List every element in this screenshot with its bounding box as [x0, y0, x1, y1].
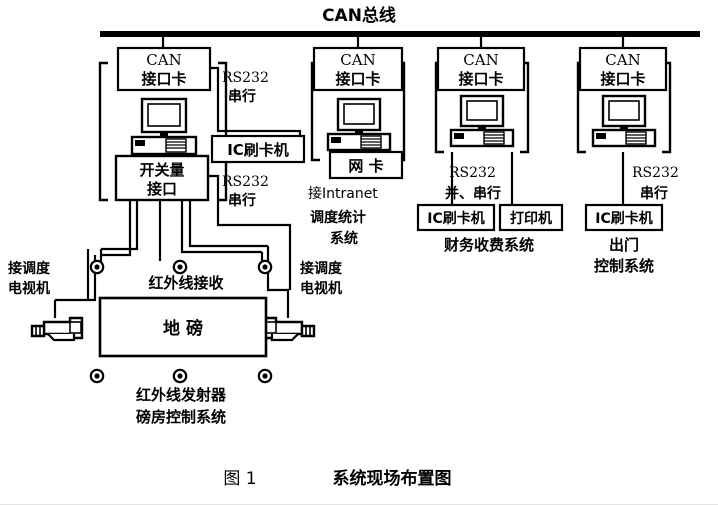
can-card-box-exitgate[interactable] [578, 46, 668, 92]
desktop-computer-icon-exitgate [591, 94, 657, 148]
can-card-label-line1-dispatch: CAN [340, 51, 375, 69]
ir-receiver-label: 红外线接收 [148, 274, 223, 292]
field-wiring [53, 174, 292, 318]
printer-box-finance[interactable] [498, 203, 564, 232]
right-dispatch-tv-label-line2: 电视机 [300, 280, 342, 297]
exitgate-system-label-line1: 出门 [609, 236, 639, 254]
exitgate-link-label-line2: 串行 [640, 185, 668, 202]
figure-caption-number: 图 1 [223, 469, 256, 489]
switch-io-box[interactable] [114, 154, 210, 202]
switch-io-label-line2: 接口 [147, 180, 177, 198]
bus-drop-lines [161, 37, 625, 48]
ic-reader-box-exitgate[interactable] [584, 203, 664, 232]
network-card-label: 网 卡 [348, 157, 383, 175]
ic-reader-label-exitgate: IC刷卡机 [595, 210, 652, 227]
can-card-label-line2: 接口卡 [141, 70, 186, 88]
ir-emitter-label: 红外线发射器 [136, 386, 227, 404]
link-label-serial-weighroom: 串行 [228, 88, 256, 105]
network-card-box[interactable] [328, 150, 404, 180]
bus-title: CAN总线 [322, 5, 396, 26]
dispatch-link-label: 接Intranet [308, 185, 378, 202]
ir-receiver-sensors [89, 259, 273, 275]
left-dispatch-tv-label-line2: 电视机 [8, 280, 50, 297]
can-card-label-line1-finance: CAN [463, 51, 498, 69]
desktop-computer-icon [130, 97, 198, 156]
dispatch-system-label-line1: 调度统计 [310, 209, 366, 226]
weighbridge-box[interactable] [98, 296, 268, 358]
sensor-node-icon [257, 368, 273, 384]
desktop-computer-icon-dispatch [326, 97, 392, 152]
weighroom-system-label: 磅房控制系统 [136, 408, 226, 426]
figure-caption-text: 系统现场布置图 [333, 468, 452, 489]
finance-peripheral-wires [450, 152, 514, 205]
ic-reader-label-weighroom: IC刷卡机 [227, 141, 289, 159]
sensor-node-icon [89, 259, 105, 275]
ic-reader-box-finance[interactable] [416, 203, 496, 232]
desktop-computer-icon-finance [449, 94, 515, 148]
can-card-box-finance[interactable] [436, 46, 526, 92]
sensor-node-icon [89, 368, 105, 384]
finance-system-label: 财务收费系统 [444, 236, 534, 254]
ir-emitter-sensors [89, 368, 273, 384]
can-card-label-line1-exitgate: CAN [605, 51, 640, 69]
sensor-node-icon [172, 259, 188, 275]
printer-label-finance: 打印机 [510, 210, 552, 227]
can-bus-line [100, 31, 700, 37]
chassis-left-bracket [98, 61, 108, 202]
video-camera-icon-left [30, 316, 84, 342]
exitgate-system-label-line2: 控制系统 [594, 257, 654, 275]
can-card-label-line2-dispatch: 接口卡 [335, 70, 380, 88]
station-exitgate: CAN 接口卡 RS232 串行 IC刷卡机 出门 控制系统 [576, 46, 679, 275]
finance-link-label-line1: RS232 [449, 165, 496, 181]
station-dispatch: CAN 接口卡 网 卡 接Intranet 调度统计 系统 [308, 46, 406, 247]
can-card-box-dispatch[interactable] [312, 46, 404, 92]
finance-link-label-line2: 并、串行 [445, 185, 501, 202]
sensor-node-icon [172, 368, 188, 384]
link-label-rs232-switchio: RS232 [222, 174, 269, 190]
sensor-node-icon [257, 259, 273, 275]
switch-io-label-line1: 开关量 [139, 161, 184, 179]
can-card-label-line2-finance: 接口卡 [458, 70, 503, 88]
link-label-rs232-weighroom: RS232 [222, 70, 269, 86]
can-card-label-line1: CAN [146, 51, 181, 69]
ic-reader-label-finance: IC刷卡机 [427, 210, 484, 227]
station-weighroom: CAN 接口卡 开关量 接口 RS232 串行 IC刷卡机 RS232 串行 [98, 46, 306, 209]
video-camera-icon-right [262, 316, 316, 342]
dispatch-system-label-line2: 系统 [330, 230, 358, 247]
can-card-label-line2-exitgate: 接口卡 [600, 70, 645, 88]
exitgate-link-label-line1: RS232 [632, 165, 679, 181]
station-finance: CAN 接口卡 RS232 并、串行 IC刷卡机 打印机 财务收费系统 [416, 46, 564, 254]
link-label-serial-switchio: 串行 [228, 192, 256, 209]
left-dispatch-tv-label-line1: 接调度 [8, 260, 51, 277]
ic-reader-box-weighroom[interactable] [210, 134, 306, 164]
weighbridge-label: 地 磅 [163, 318, 203, 339]
wire-canbox-to-ic-reader [210, 66, 302, 136]
right-dispatch-tv-label-line1: 接调度 [300, 260, 343, 277]
